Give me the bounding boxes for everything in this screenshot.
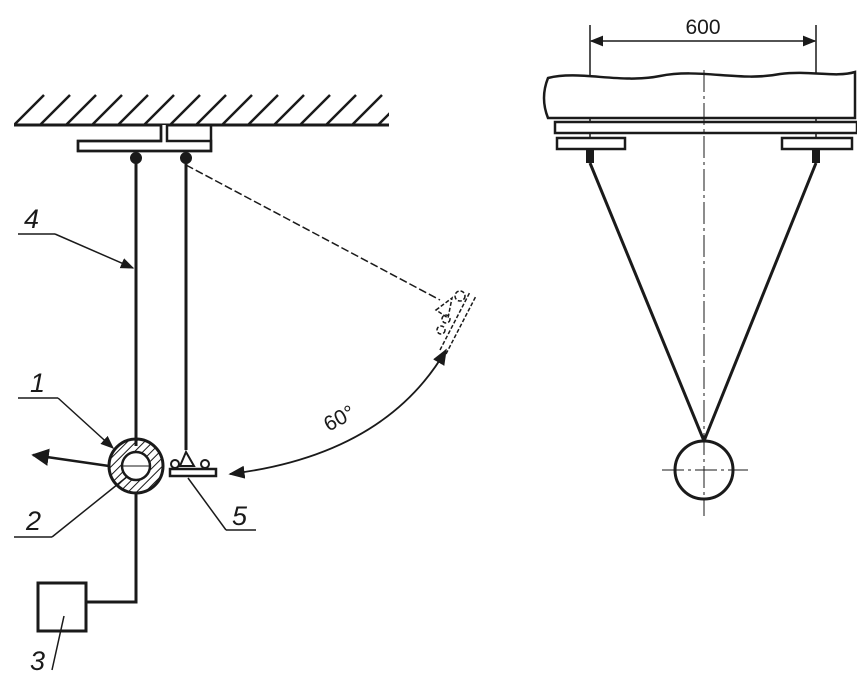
raised-position-line (185, 164, 441, 301)
side-view: 60° (14, 94, 477, 671)
striker (168, 449, 218, 478)
pivot-front-left (586, 149, 594, 163)
pivot-left (130, 152, 142, 164)
part-label-1: 1 (30, 368, 45, 398)
part-label-4: 4 (24, 204, 39, 234)
front-view: 600 (542, 16, 857, 516)
suspension-cord-front-right (702, 162, 818, 442)
part-label-3: 3 (30, 646, 45, 676)
bracket-right (780, 136, 854, 151)
leader-lines (14, 233, 256, 671)
pivot-front-right (812, 149, 820, 163)
pivot-right (180, 152, 192, 164)
part-label-2: 2 (25, 506, 41, 536)
mounting-plate (553, 120, 857, 135)
striker-raised-position (434, 290, 477, 355)
mounting-bracket (76, 125, 213, 153)
bracket-left (555, 136, 627, 151)
ceiling (14, 94, 389, 127)
suspension-cord-front-left (588, 162, 706, 442)
ceiling-section (542, 70, 857, 120)
angle-arc (228, 348, 447, 479)
signal-wire (87, 493, 138, 604)
angle-label: 60° (320, 401, 359, 436)
dimension-label: 600 (685, 16, 720, 39)
part-label-5: 5 (232, 501, 248, 531)
motion-arrow (31, 448, 110, 468)
test-specimen-front (673, 439, 735, 501)
